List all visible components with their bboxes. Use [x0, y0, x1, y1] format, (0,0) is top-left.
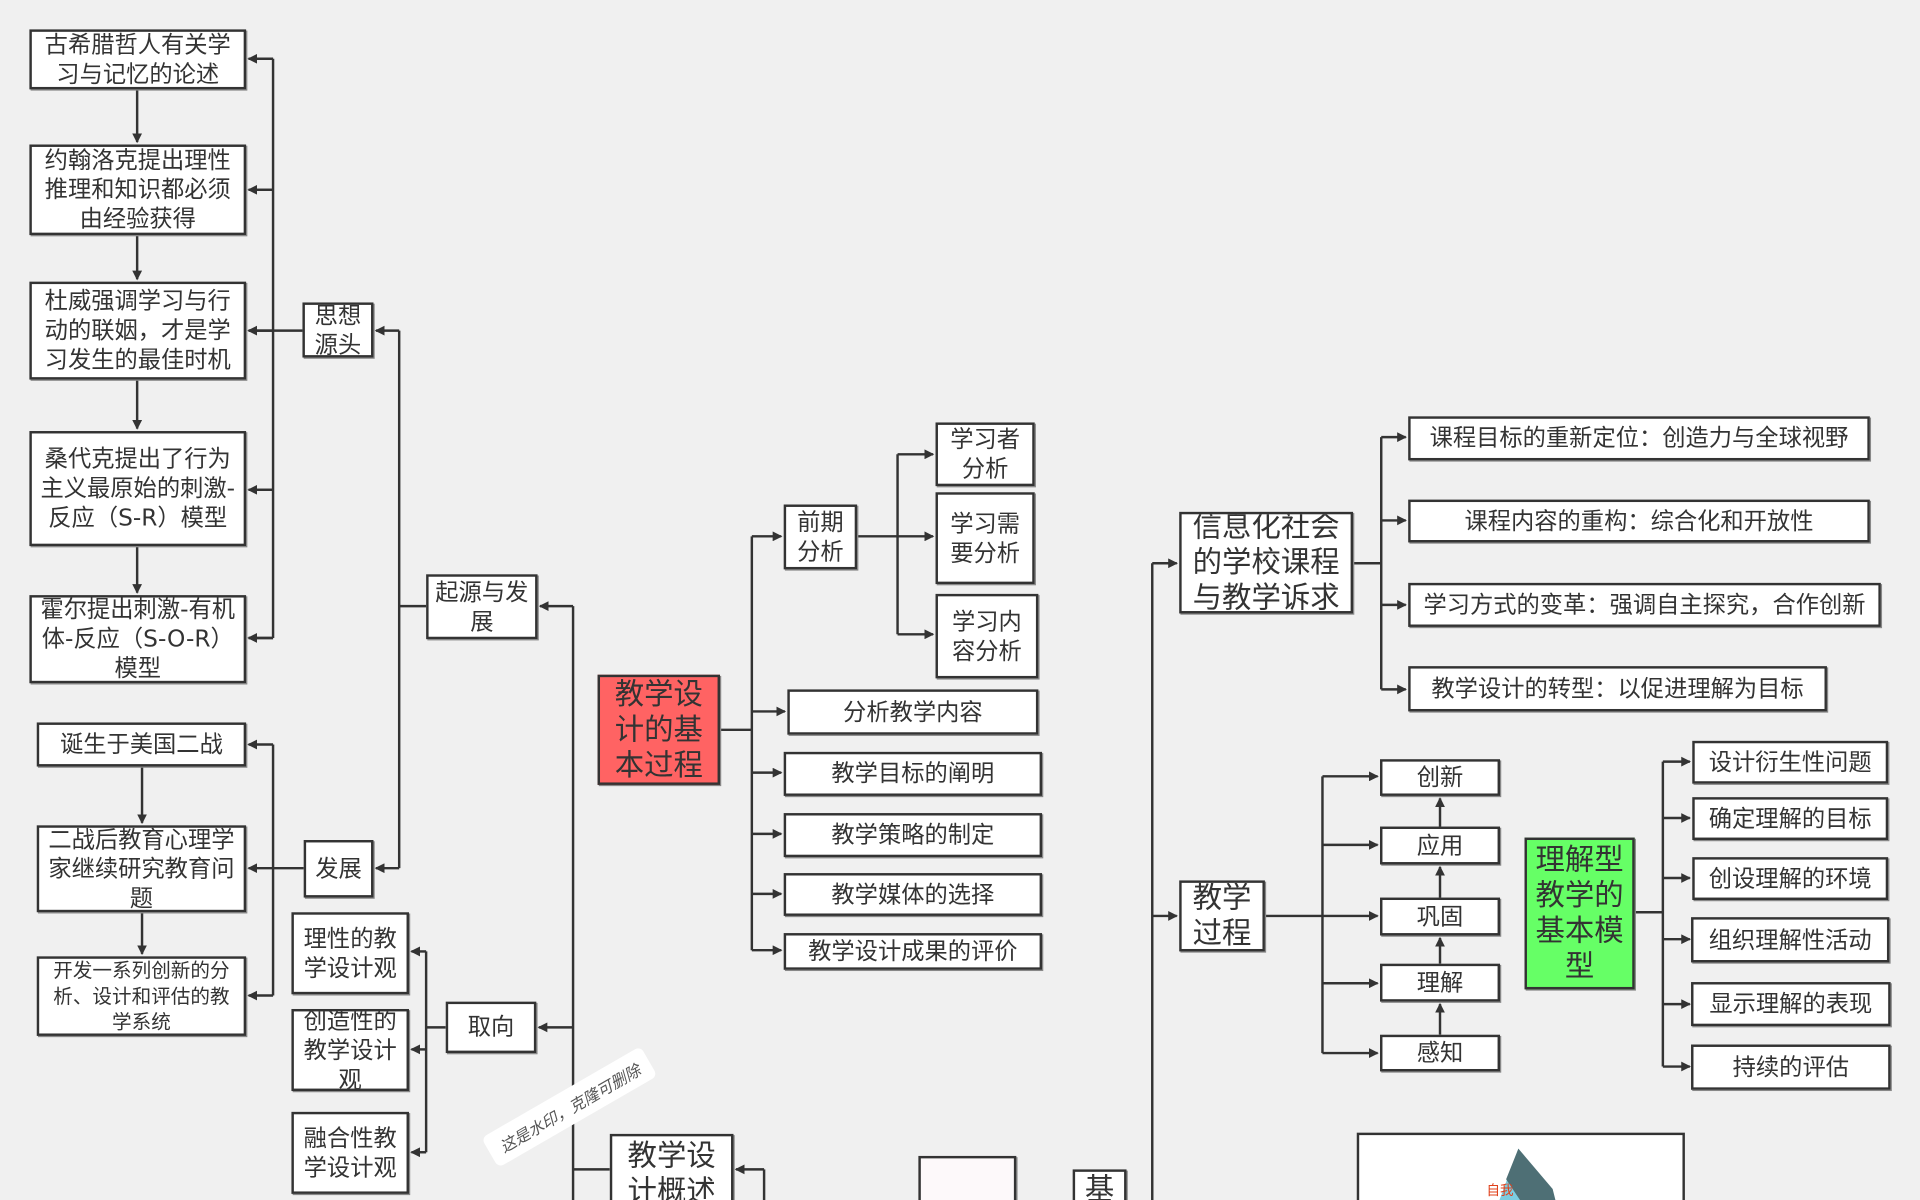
origin-item[interactable]: 杜威强调学习与行动的联姻，才是学习发生的最佳时机 [29, 281, 247, 380]
development-node[interactable]: 发展 [303, 840, 374, 898]
development-item[interactable]: 二战后教育心理学家继续研究教育问题 [36, 825, 247, 913]
info-item[interactable]: 课程目标的重新定位：创造力与全球视野 [1408, 416, 1870, 461]
orientation-item[interactable]: 融合性教学设计观 [291, 1111, 409, 1194]
stage-item[interactable]: 应用 [1380, 826, 1501, 865]
development-item[interactable]: 开发一系列创新的分析、设计和评估的教学系统 [36, 956, 247, 1036]
process-step[interactable]: 分析教学内容 [787, 689, 1039, 735]
origin-item[interactable]: 古希腊哲人有关学习与记忆的论述 [29, 29, 247, 90]
model-item[interactable]: 持续的评估 [1691, 1044, 1891, 1090]
info-item[interactable]: 课程内容的重构：综合化和开放性 [1408, 499, 1870, 543]
understanding-model-node[interactable]: 理解型教学的基本模型 [1524, 837, 1635, 990]
root-node-basic-process[interactable]: 教学设计的基本过程 [597, 674, 721, 785]
info-item[interactable]: 教学设计的转型：以促进理解为目标 [1408, 666, 1827, 712]
stage-item[interactable]: 创新 [1380, 759, 1501, 796]
origin-item[interactable]: 桑代克提出了行为主义最原始的刺激-反应（S-R）模型 [29, 431, 247, 547]
development-item[interactable]: 诞生于美国二战 [36, 722, 247, 767]
model-item[interactable]: 设计衍生性问题 [1692, 740, 1889, 784]
overview-node[interactable]: 教学设计概述 [609, 1133, 734, 1200]
pre-analysis-item[interactable]: 学习需要分析 [935, 492, 1035, 585]
model-item[interactable]: 组织理解性活动 [1691, 917, 1890, 963]
orientation-node[interactable]: 取向 [445, 1001, 537, 1054]
info-item[interactable]: 学习方式的变革：强调自主探究，合作创新 [1408, 582, 1881, 627]
orientation-item[interactable]: 理性的教学设计观 [291, 912, 409, 995]
pre-analysis-item[interactable]: 学习内容分析 [935, 593, 1039, 679]
stage-item[interactable]: 巩固 [1380, 897, 1501, 936]
pre-analysis-item[interactable]: 学习者分析 [935, 422, 1035, 487]
stage-item[interactable]: 感知 [1380, 1034, 1501, 1072]
origin-item[interactable]: 约翰洛克提出理性推理和知识都必须由经验获得 [29, 144, 247, 236]
process-step[interactable]: 教学目标的阐明 [783, 751, 1043, 796]
model-item[interactable]: 创设理解的环境 [1692, 857, 1889, 901]
image-label: 自我 [1486, 1182, 1514, 1199]
orientation-item[interactable]: 创造性的教学设计观 [291, 1008, 409, 1092]
teaching-process-node[interactable]: 教学过程 [1179, 880, 1265, 952]
process-step[interactable]: 教学策略的制定 [783, 813, 1043, 858]
origin-item[interactable]: 霍尔提出刺激-有机体-反应（S-O-R）模型 [29, 595, 247, 684]
process-step[interactable]: 教学媒体的选择 [783, 873, 1043, 916]
model-item[interactable]: 确定理解的目标 [1692, 797, 1889, 841]
partial-node[interactable]: 基 [1072, 1169, 1127, 1200]
stage-item[interactable]: 理解 [1380, 963, 1501, 1002]
blank-node[interactable] [918, 1155, 1017, 1200]
pre-analysis-node[interactable]: 前期分析 [783, 504, 858, 570]
pyramid-image-node[interactable]: 自我 [1356, 1132, 1685, 1200]
origin-development-node[interactable]: 起源与发展 [426, 574, 538, 640]
model-item[interactable]: 显示理解的表现 [1691, 982, 1891, 1027]
pyramid-icon [1499, 1148, 1556, 1200]
process-step[interactable]: 教学设计成果的评价 [783, 933, 1043, 970]
info-society-node[interactable]: 信息化社会的学校课程与教学诉求 [1179, 511, 1354, 614]
origin-thought-node[interactable]: 思想源头 [302, 302, 374, 358]
